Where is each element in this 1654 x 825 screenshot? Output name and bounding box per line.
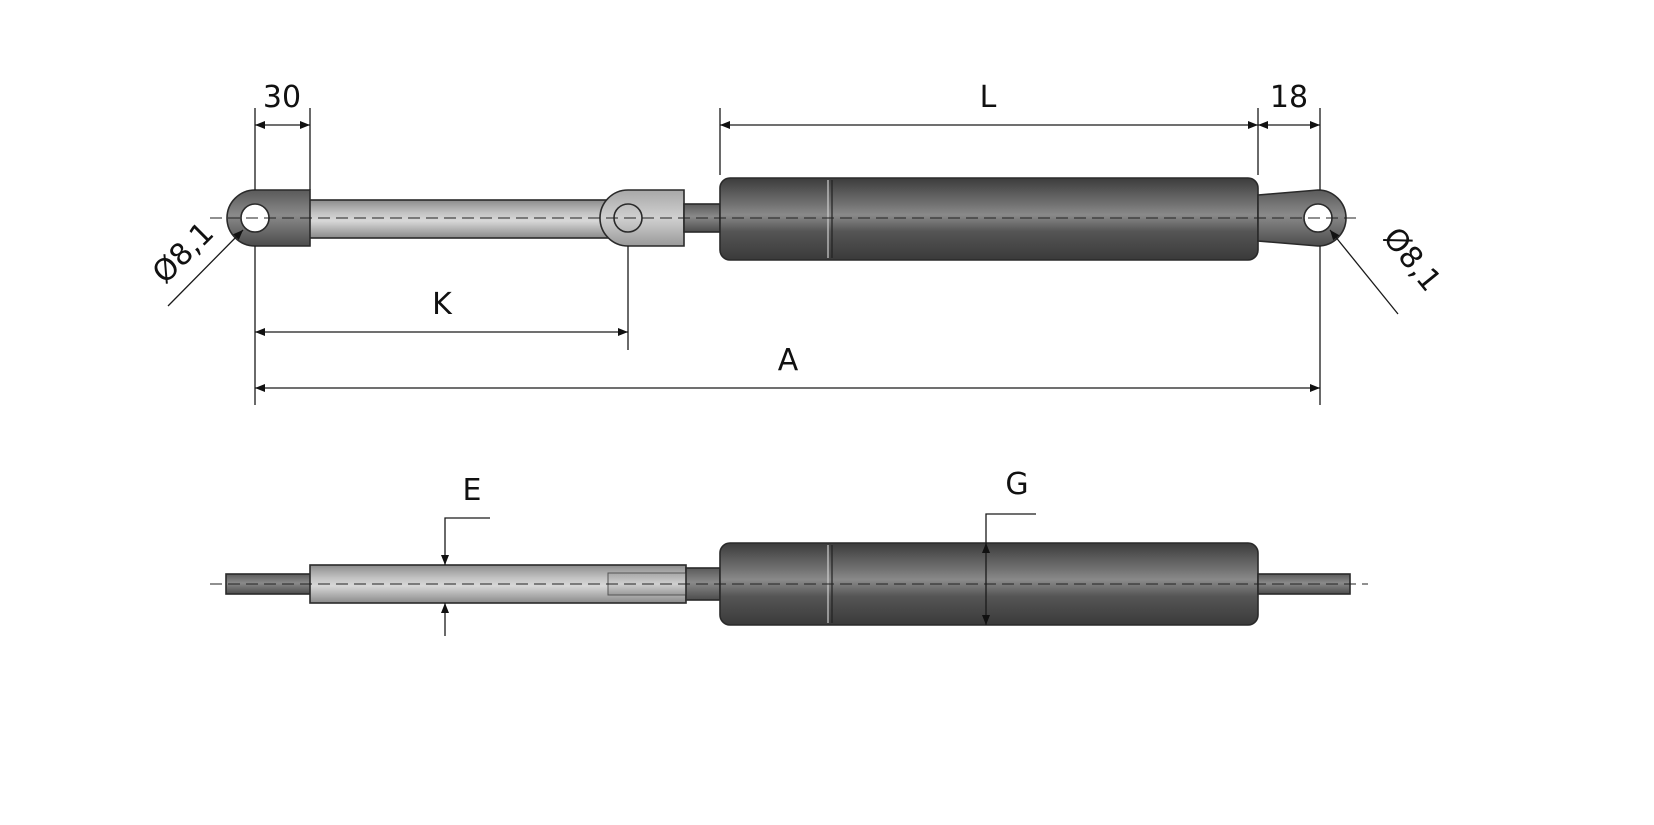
dim-label-k: K bbox=[432, 287, 453, 322]
dim-label-30: 30 bbox=[263, 80, 301, 115]
dim-label-e: E bbox=[463, 473, 482, 508]
side-view: E G bbox=[210, 467, 1368, 636]
leader-g bbox=[985, 513, 1036, 543]
leader-right-hole bbox=[1329, 229, 1399, 315]
dim-label-g: G bbox=[1005, 467, 1028, 502]
top-view: 30 L 18 K A Ø8,1 Ø8,1 bbox=[146, 80, 1448, 405]
piston-rod bbox=[304, 199, 626, 239]
dim-label-l: L bbox=[980, 80, 997, 115]
leader-e bbox=[441, 517, 490, 565]
dim-label-a: A bbox=[778, 343, 799, 378]
dim-label-hole-left: Ø8,1 bbox=[146, 215, 221, 290]
leader-left-hole bbox=[167, 229, 244, 307]
dim-label-hole-right: Ø8,1 bbox=[1376, 221, 1448, 298]
cylinder-body bbox=[719, 177, 1259, 261]
dim-label-18: 18 bbox=[1270, 80, 1308, 115]
